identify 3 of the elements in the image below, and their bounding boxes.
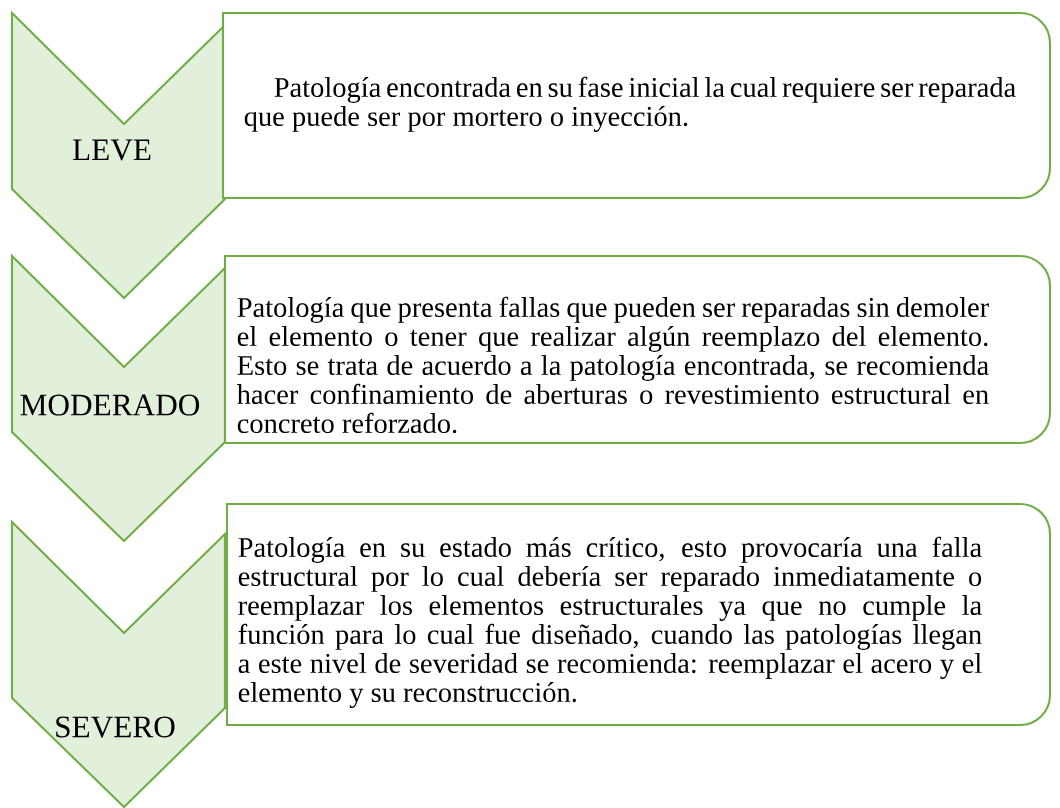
text-box: Patología que presenta fallas que pueden ser reparadas sin demoler el elemento o tener que realizar algún reemplazo del elemento. Esto se trata de acuerdo a la patología encontrada, se recomienda hacer confinamiento de aberturas o revestimiento estructural en concreto reforzado. xyxy=(223,254,1052,445)
text-box: Patología en su estado más crítico, esto provocaría una falla estructural por lo cual debería ser reparado inmediatamente o reemplazar los elementos estructurales ya que no cumple la función para lo cual fue diseñado, cuando las patologías llegan a este nivel de severidad se recomienda: reemplazar el acero y el elemento y su reconstrucción. xyxy=(225,502,1052,727)
text-box: Patología encontrada en su fase inicial la cual requiere ser reparada que puede ser por mortero o inyección. xyxy=(221,11,1052,200)
